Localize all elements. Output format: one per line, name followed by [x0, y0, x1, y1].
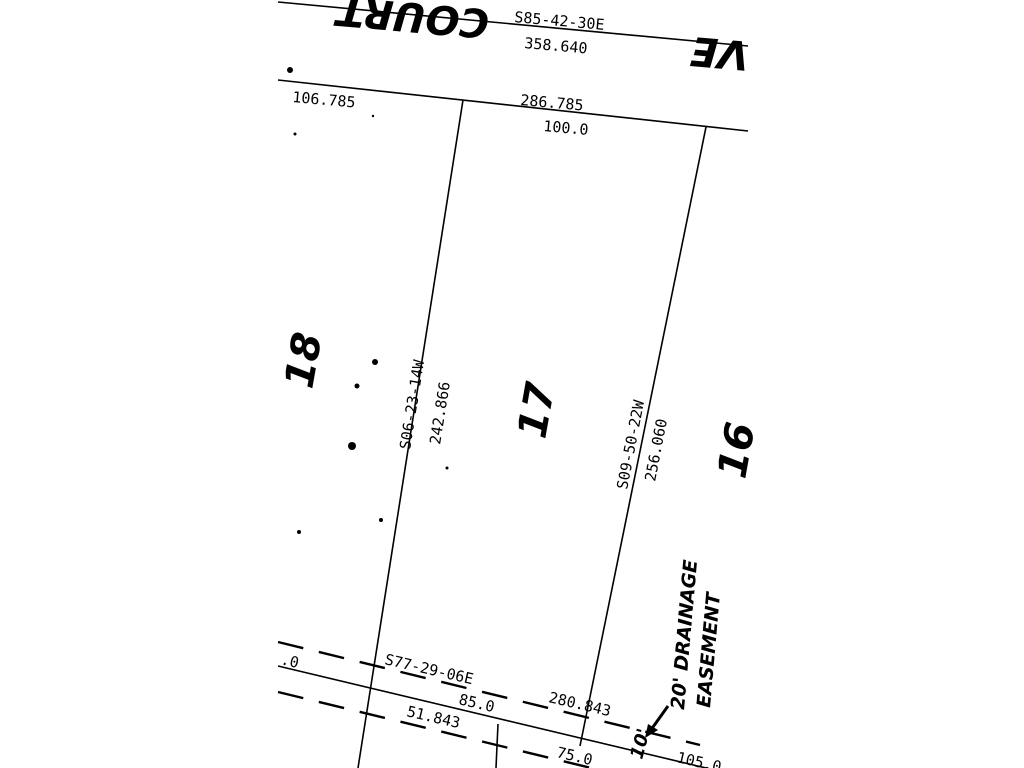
easement-width: 10' [627, 726, 655, 761]
lower-right-distance: 105.0 [675, 748, 723, 768]
front-mid-distance: 286.785 [520, 91, 585, 114]
easement-line-upper [277, 640, 701, 747]
scan-noise [287, 67, 449, 534]
lot-18-label: 18 [277, 329, 332, 392]
road-centerline [277, 1, 749, 47]
lot-16-label: 16 [710, 419, 765, 482]
left-line-bearing: S06-23-14W [396, 358, 428, 451]
rear-left-distance: 51.843 [405, 702, 462, 732]
street-name-partial: VE [689, 27, 751, 78]
rear-left-edge: .0 [279, 650, 301, 672]
left-line-distance: 242.866 [426, 380, 454, 445]
lot-line-left [357, 99, 464, 768]
lot17-front-distance: 100.0 [543, 117, 590, 139]
lower-lot-distance: 75.0 [555, 743, 594, 768]
lot-17-label: 17 [510, 379, 565, 442]
lower-lot-line [495, 723, 499, 768]
rear-lot-line [277, 665, 710, 768]
top-bearing: S85-42-30E [514, 8, 606, 34]
arrowhead-icon [645, 724, 658, 738]
top-distance: 358.640 [524, 34, 589, 57]
lot-line-right [579, 126, 707, 747]
rear-bearing: S77-29-06E [383, 650, 475, 688]
front-lot-line [277, 79, 749, 132]
street-name: COURT [333, 0, 491, 46]
front-left-distance: 106.785 [292, 88, 357, 111]
